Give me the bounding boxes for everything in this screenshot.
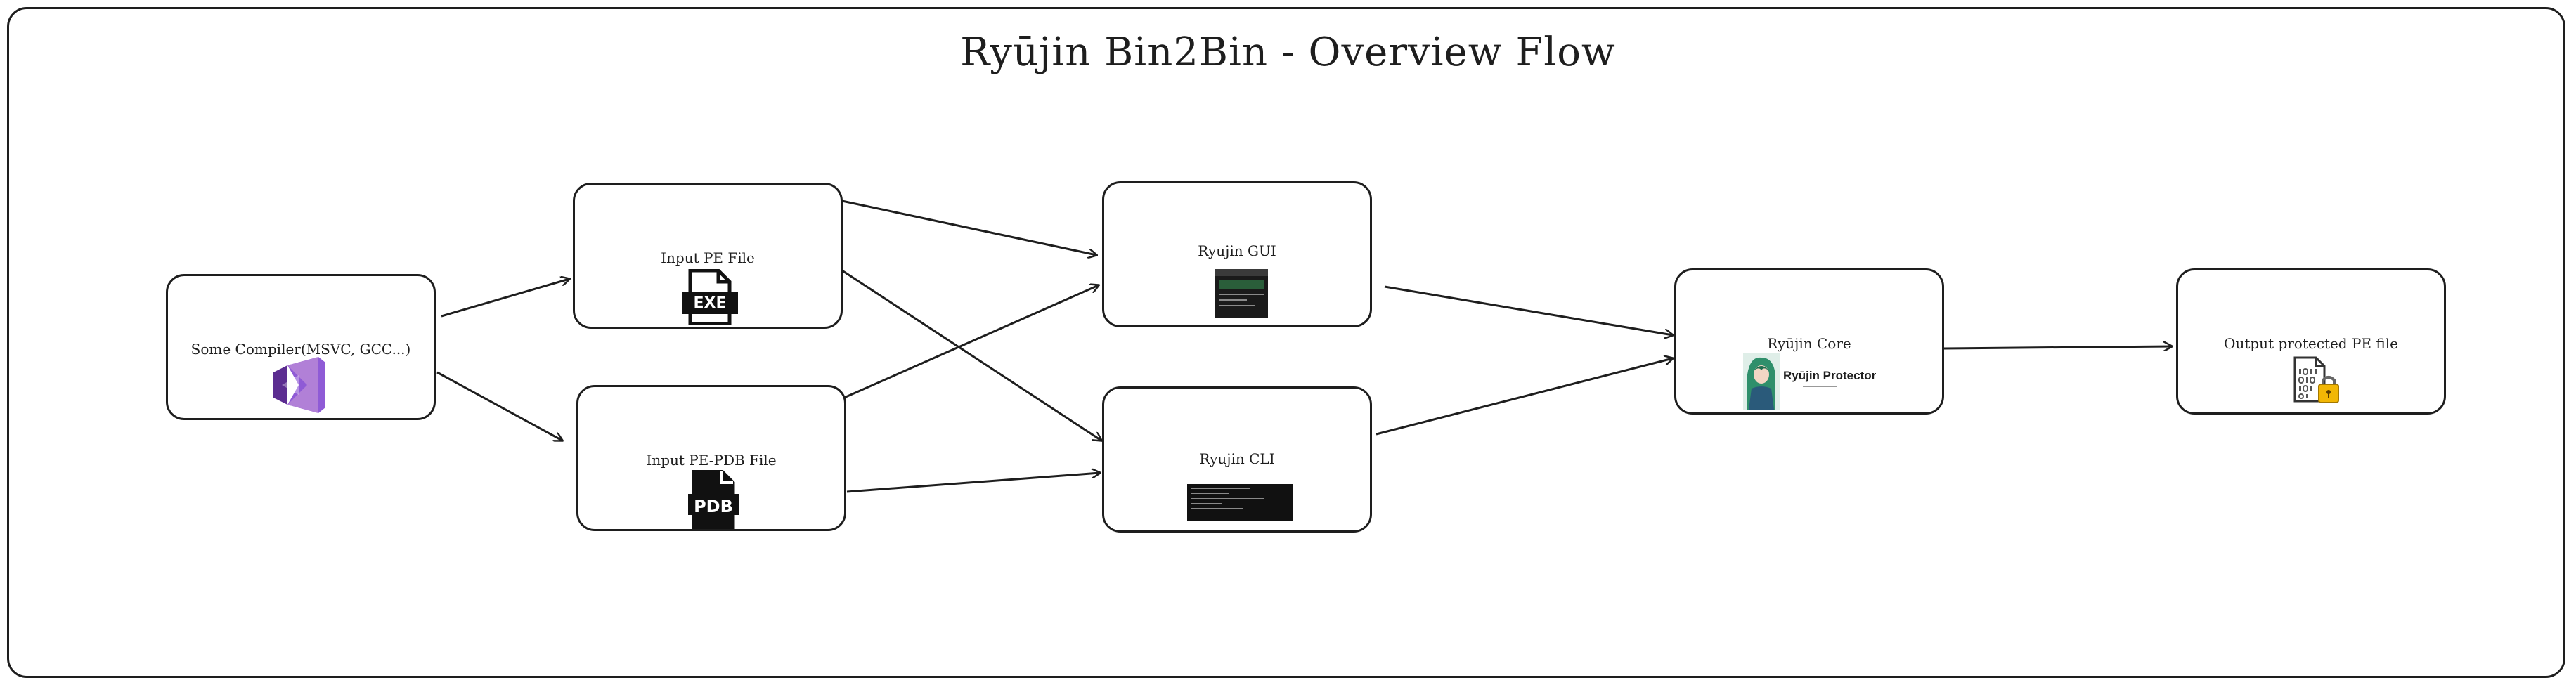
visual-studio-icon: [273, 357, 325, 413]
node-input-pe-label: Input PE File: [661, 249, 755, 266]
node-compiler[interactable]: Some Compiler(MSVC, GCC...): [166, 274, 436, 420]
pdb-file-icon: [688, 470, 739, 529]
edge-gui-core: [1384, 285, 1673, 335]
diagram-title: Ryūjin Bin2Bin - Overview Flow: [960, 30, 1616, 75]
node-input-pdb-label: Input PE-PDB File: [646, 452, 777, 469]
node-cli-label: Ryujin CLI: [1199, 450, 1275, 467]
node-input-pdb[interactable]: Input PE-PDB File PDB: [576, 385, 846, 531]
edge-cli-core: [1376, 358, 1673, 436]
canvas-frame: [7, 7, 2565, 678]
node-core[interactable]: Ryūjin Core Ryūjin Protector: [1674, 268, 1944, 415]
node-gui[interactable]: Ryujin GUI: [1102, 181, 1372, 327]
node-gui-label: Ryujin GUI: [1198, 242, 1276, 259]
node-cli[interactable]: Ryujin CLI: [1102, 386, 1372, 533]
node-output[interactable]: Output protected PE file: [2176, 268, 2446, 415]
node-output-label: Output protected PE file: [2224, 335, 2398, 352]
edge-input-pe-gui: [841, 200, 1096, 255]
edge-compiler-input-pdb: [436, 371, 562, 441]
exe-file-icon: [682, 269, 738, 325]
ryujin-mascot-icon: [1743, 353, 1780, 410]
edge-core-output: [1943, 346, 2172, 348]
edge-input-pdb-gui: [837, 285, 1099, 402]
edge-input-pe-cli: [839, 268, 1101, 441]
edge-input-pdb-cli: [846, 473, 1100, 493]
node-compiler-label: Some Compiler(MSVC, GCC...): [190, 341, 411, 358]
protected-file-lock-icon: [2293, 356, 2339, 403]
edge-compiler-input-pe: [441, 279, 569, 318]
cli-terminal-thumbnail: [1187, 484, 1293, 521]
gui-screenshot-thumbnail: [1215, 269, 1268, 318]
node-input-pe[interactable]: Input PE File EXE: [573, 183, 843, 329]
core-caption-underline: [1803, 386, 1837, 387]
core-caption: Ryūjin Protector: [1783, 369, 1877, 382]
exe-badge-text: EXE: [693, 294, 727, 312]
pdb-badge-text: PDB: [694, 497, 733, 516]
node-core-label: Ryūjin Core: [1767, 335, 1851, 352]
